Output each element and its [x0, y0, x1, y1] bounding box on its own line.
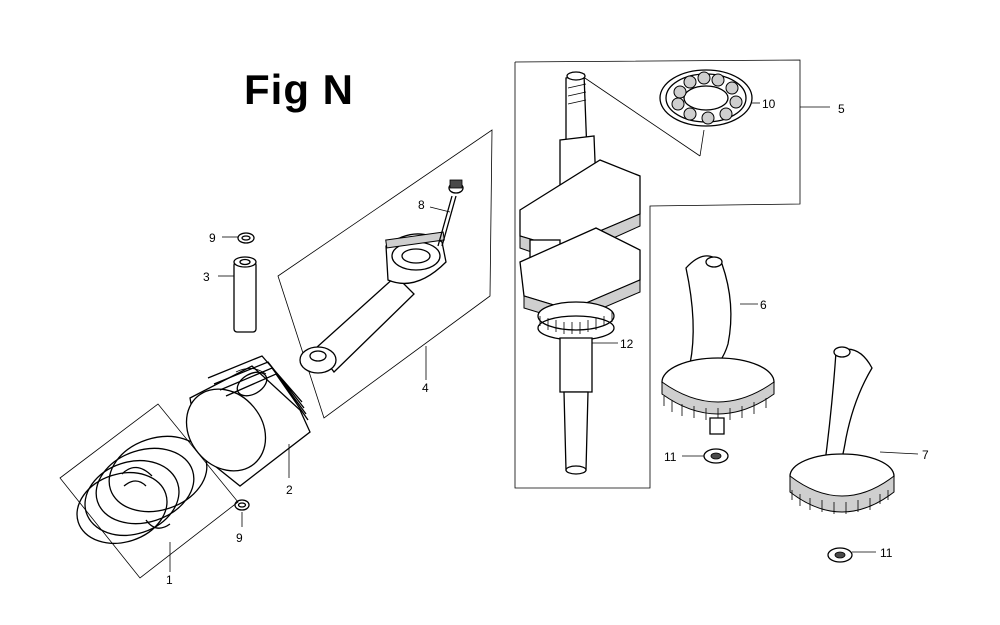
piston [185, 355, 311, 487]
callout-4: 4 [422, 381, 429, 395]
callout-11-lower: 11 [880, 546, 893, 560]
callout-1: 1 [166, 573, 173, 587]
callout-7: 7 [922, 448, 929, 462]
thrust-washer-upper [682, 448, 729, 464]
callout-9-top: 9 [209, 231, 216, 245]
callout-11-upper: 11 [664, 450, 677, 464]
ball-bearing [659, 69, 760, 127]
callout-5: 5 [838, 102, 845, 116]
balancer-weight-lower [789, 346, 919, 514]
callout-9-bottom: 9 [236, 531, 243, 545]
pin-clip-top [222, 232, 255, 244]
balancer-weight-upper [661, 255, 775, 435]
rod-bolt [429, 179, 464, 247]
callout-2: 2 [286, 483, 293, 497]
callout-3: 3 [203, 270, 210, 284]
callout-10: 10 [762, 97, 776, 111]
piston-pin [218, 256, 257, 333]
figure-title: Fig N [244, 66, 354, 113]
pin-clip-bottom [234, 499, 250, 527]
thrust-washer-lower [827, 547, 876, 563]
connecting-rod [277, 129, 493, 419]
callout-6: 6 [760, 298, 767, 312]
callout-12: 12 [620, 337, 634, 351]
crankshaft-assembly-frame [514, 59, 830, 489]
crankshaft [519, 71, 641, 475]
callout-8: 8 [418, 198, 425, 212]
